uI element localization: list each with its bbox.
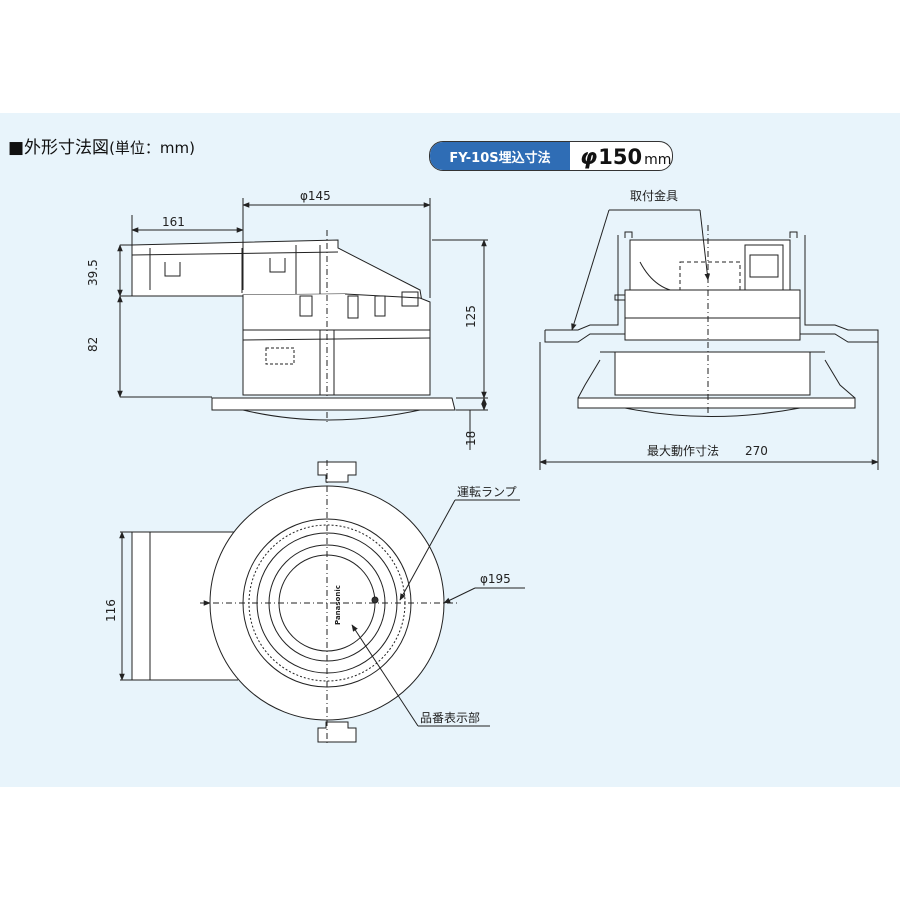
- tab-top: [317, 461, 357, 483]
- fan-housing: [242, 293, 431, 396]
- dim-82: 82: [86, 337, 100, 352]
- front-view: [539, 209, 879, 470]
- bottom-view: [119, 460, 525, 745]
- title-text: ■外形寸法図: [8, 138, 110, 158]
- brand-text: Panasonic: [334, 585, 342, 625]
- dim-39-5: 39.5: [86, 259, 100, 286]
- badge-phi: φ: [580, 145, 598, 170]
- side-view: [117, 198, 488, 450]
- dim-18: 18: [464, 431, 478, 446]
- model-display-label: 品番表示部: [420, 710, 480, 725]
- grille-body: [614, 351, 811, 396]
- max-width-value: 270: [745, 444, 768, 458]
- dim-116: 116: [104, 599, 118, 622]
- badge-unit: mm: [644, 152, 672, 168]
- badge-size: φ 150 mm: [570, 142, 671, 170]
- dim-125: 125: [464, 305, 478, 328]
- operation-lamp: [371, 596, 379, 604]
- dim-phi195: φ195: [480, 572, 511, 586]
- duct-outline: [131, 531, 238, 681]
- dim-phi145: φ145: [300, 189, 331, 203]
- drawing-title: ■外形寸法図(単位：mm): [8, 133, 195, 158]
- bracket-label: 取付金具: [630, 188, 678, 203]
- max-width-label: 最大動作寸法: [647, 444, 719, 458]
- ceiling-flange: [211, 397, 456, 411]
- badge-size-value: 150: [598, 145, 643, 169]
- badge-model-label: FY-10S埋込寸法: [430, 142, 570, 170]
- dim-161: 161: [162, 215, 185, 229]
- tab-bottom: [317, 721, 357, 743]
- unit-note: (単位：mm): [109, 139, 195, 157]
- lamp-label: 運転ランプ: [457, 485, 517, 499]
- cutout-size-badge: FY-10S埋込寸法 φ 150 mm: [429, 141, 673, 171]
